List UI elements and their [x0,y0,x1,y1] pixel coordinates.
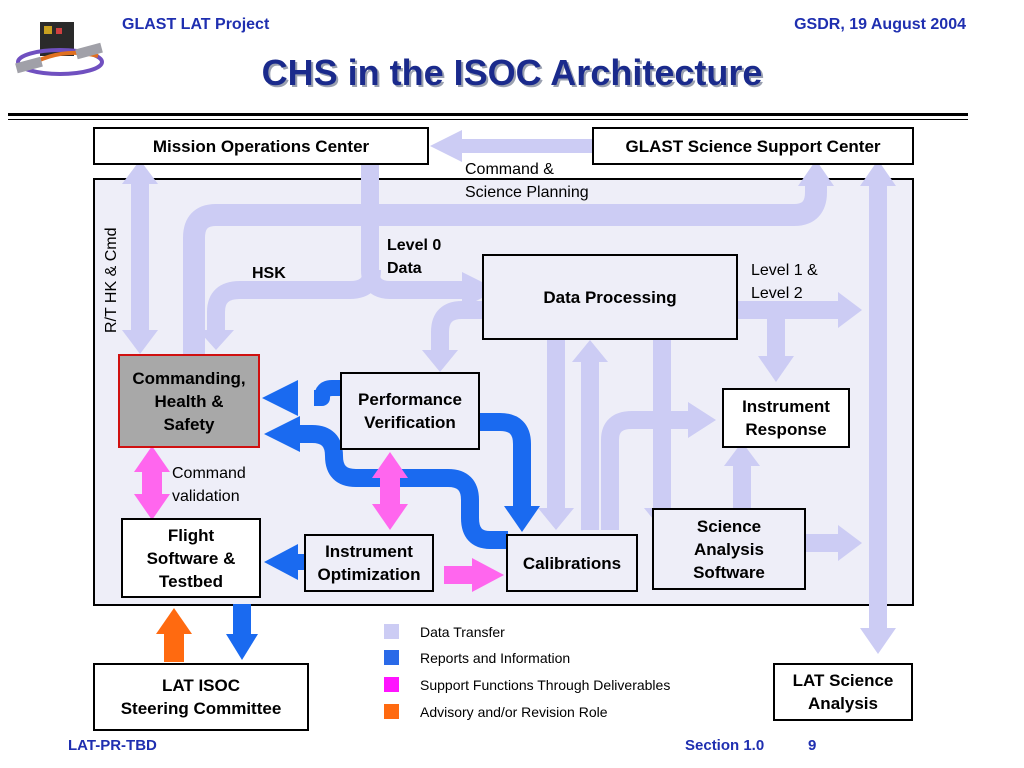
cal-to-chs-report [300,425,508,549]
review-date: GSDR, 19 August 2004 [794,16,966,33]
flight-software-testbed-box: Flight Software & Testbed [121,518,261,598]
perf-opt-support [380,476,400,506]
legend-label-support: Support Functions Through Deliverables [420,677,671,693]
hsk-label: HSK [252,265,286,282]
command-science-planning-label: Command & Science Planning [465,161,589,201]
hsk-path [207,269,381,330]
section-label: Section 1.0 [685,737,765,754]
lat-science-analysis-box: LAT Science Analysis [773,663,913,721]
page-number: 9 [808,737,817,754]
calibrations-box: Calibrations [506,534,638,592]
opt-to-cal-support [444,566,474,584]
rt-hk-cmd-label: R/T HK & Cmd [103,227,120,334]
level1-level2-label: Level 1 & Level 2 [751,262,818,302]
project-name: GLAST LAT Project [122,16,270,33]
document-number: LAT-PR-TBD [68,737,157,754]
chs-flight-support [142,470,162,496]
perf-to-cal-report [480,413,531,508]
lat-isoc-steering-committee-box: LAT ISOC Steering Committee [93,663,309,731]
legend-swatch-data-transfer [384,624,399,639]
legend-label-data-transfer: Data Transfer [420,624,505,640]
satellite-icon [15,22,104,76]
legend-swatch-advisory [384,704,399,719]
perf-to-chs-report [314,380,342,406]
legend-swatch-reports [384,650,399,665]
instrument-response-box: Instrument Response [722,388,850,448]
data-processing-box: Data Processing [482,254,738,340]
glast-logo [14,16,106,82]
legend-label-advisory: Advisory and/or Revision Role [420,704,608,720]
legend-swatch-support [384,677,399,692]
commanding-health-safety-box: Commanding, Health & Safety [118,354,260,448]
page-title: CHS in the ISOC Architecture [261,52,763,93]
mission-operations-center-box: Mission Operations Center [93,127,429,165]
title-rule-thick [8,113,968,116]
science-analysis-software-box: Science Analysis Software [652,508,806,590]
title-rule-thin [8,119,968,120]
glast-science-support-center-box: GLAST Science Support Center [592,127,914,165]
cal-to-response [601,411,690,530]
level0-data-label: Level 0 Data [387,237,442,277]
command-validation-label: Command validation [172,465,246,505]
legend-label-reports: Reports and Information [420,650,571,666]
instrument-optimization-box: Instrument Optimization [304,534,434,592]
steering-advisory [164,632,184,662]
command-planning-pipe [183,178,827,355]
dp-to-perf-path [431,301,484,352]
performance-verification-box: Performance Verification [340,372,480,450]
